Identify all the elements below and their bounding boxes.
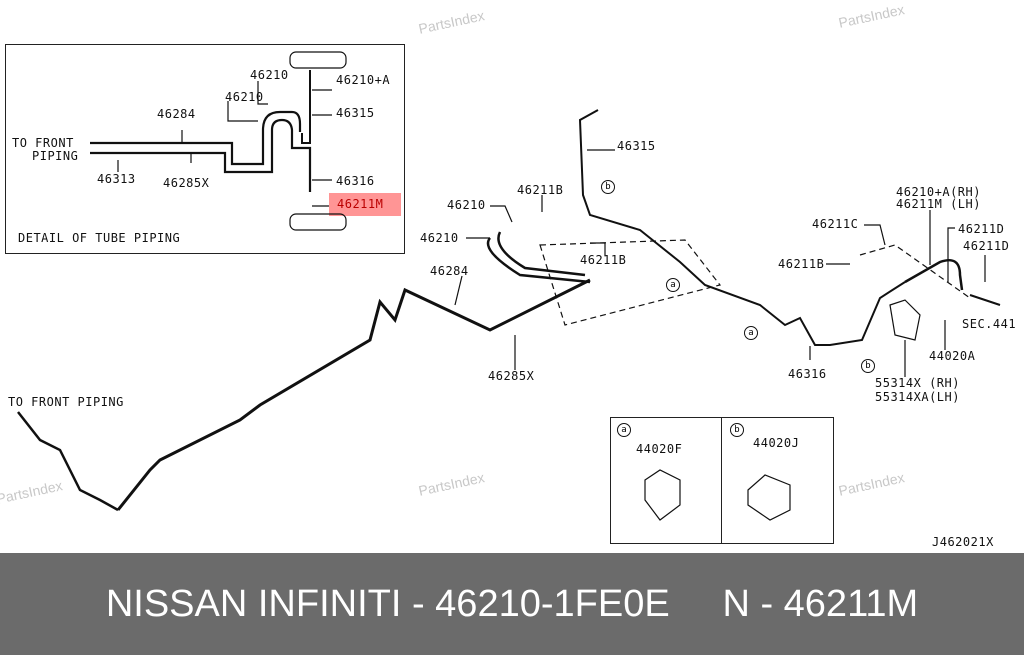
label-46211m-lh[interactable]: 46211M (LH) — [896, 197, 981, 211]
inset-label-46315: 46315 — [336, 106, 375, 120]
label-46211b[interactable]: 46211B — [580, 253, 627, 267]
wheel-rear-bottom — [289, 213, 347, 231]
label-55314xa[interactable]: 55314XA(LH) — [875, 390, 960, 404]
inset-to-front-line2: PIPING — [32, 149, 79, 163]
inset-label-46316: 46316 — [336, 174, 375, 188]
label-55314x[interactable]: 55314X (RH) — [875, 376, 960, 390]
inset-label-46210: 46210 — [250, 68, 289, 82]
label-to-front-piping: TO FRONT PIPING — [8, 395, 124, 409]
label-sec-441[interactable]: SEC.441 — [962, 317, 1017, 331]
label-46316[interactable]: 46316 — [788, 367, 827, 381]
label-46210-a-rh[interactable]: 46210+A(RH) — [896, 185, 981, 199]
part-number-banner: NISSAN INFINITI - 46210-1FE0E N - 46211M — [0, 553, 1024, 655]
inset-label-46210: 46210 — [225, 90, 264, 104]
label-46211b[interactable]: 46211B — [517, 183, 564, 197]
tube-piping-detail-inset — [5, 44, 405, 254]
label-44020f[interactable]: 44020F — [636, 442, 683, 456]
label-46210[interactable]: 46210 — [447, 198, 486, 212]
label-46211d[interactable]: 46211D — [963, 239, 1010, 253]
label-46211d[interactable]: 46211D — [958, 222, 1005, 236]
clip-kit-divider — [721, 417, 722, 544]
kit-callout-a: a — [617, 423, 631, 437]
inset-label-46313: 46313 — [97, 172, 136, 186]
callout-a: a — [666, 278, 680, 292]
callout-a: a — [744, 326, 758, 340]
diagram-code: J462021X — [932, 535, 994, 549]
diagram-lines — [17, 51, 1001, 521]
label-46210[interactable]: 46210 — [420, 231, 459, 245]
highlight-46211m — [329, 193, 401, 216]
inset-to-front-line1: TO FRONT — [12, 136, 74, 150]
inset-label-46284: 46284 — [157, 107, 196, 121]
clip-kit-box — [610, 417, 834, 544]
label-44020j[interactable]: 44020J — [753, 436, 800, 450]
callout-b: b — [861, 359, 875, 373]
inset-label-46285x: 46285X — [163, 176, 210, 190]
label-44020a[interactable]: 44020A — [929, 349, 976, 363]
banner-text: NISSAN INFINITI - 46210-1FE0E N - 46211M — [105, 582, 919, 625]
label-46211c[interactable]: 46211C — [812, 217, 859, 231]
label-46284[interactable]: 46284 — [430, 264, 469, 278]
inset-label-46210-a: 46210+A — [336, 73, 391, 87]
wheel-rear-top — [289, 51, 347, 69]
kit-callout-b: b — [730, 423, 744, 437]
label-46211b[interactable]: 46211B — [778, 257, 825, 271]
callout-b: b — [601, 180, 615, 194]
label-46285x[interactable]: 46285X — [488, 369, 535, 383]
label-46315[interactable]: 46315 — [617, 139, 656, 153]
inset-label-46211m: 46211M — [337, 197, 384, 211]
inset-title: DETAIL OF TUBE PIPING — [18, 231, 181, 245]
